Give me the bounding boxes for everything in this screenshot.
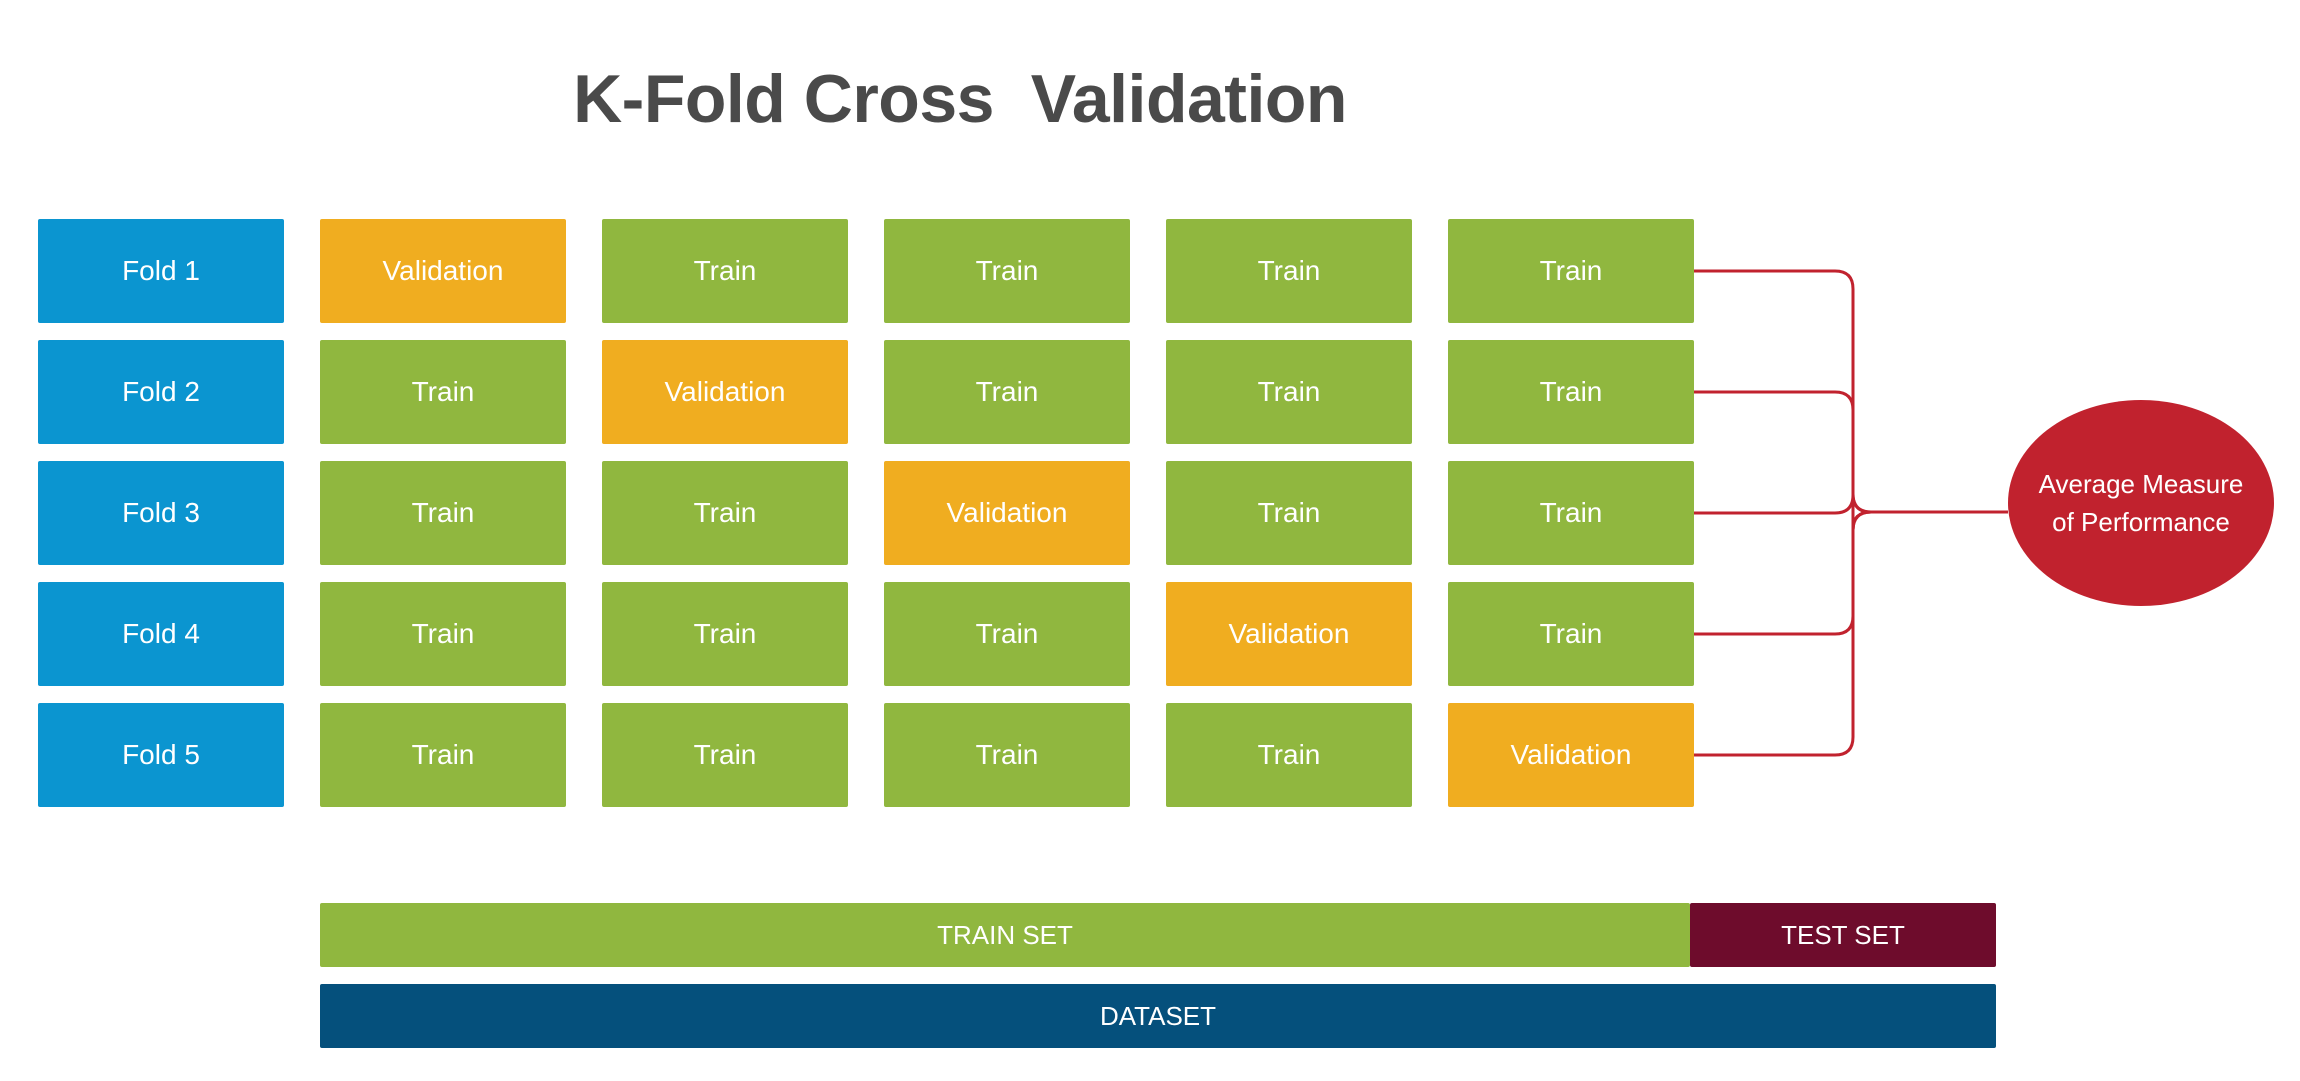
train-block-fold1-part3: Train	[884, 219, 1130, 323]
train-block-fold2-part4: Train	[1166, 340, 1412, 444]
connector-fold-5	[1694, 510, 1872, 757]
connector-fold-1	[1694, 269, 1872, 514]
connector-fold-2	[1694, 390, 1872, 514]
dataset-bar: DATASET	[320, 984, 1996, 1048]
train-block-fold2-part1: Train	[320, 340, 566, 444]
train-set-bar: TRAIN SET	[320, 903, 1690, 967]
average-performance-line-1: Average Measure	[2038, 469, 2244, 499]
connector-fold-3	[1694, 494, 1872, 531]
train-block-fold1-part5: Train	[1448, 219, 1694, 323]
train-block-fold5-part1: Train	[320, 703, 566, 807]
train-block-fold5-part3: Train	[884, 703, 1130, 807]
train-block-fold1-part4: Train	[1166, 219, 1412, 323]
validation-block-fold4-part4: Validation	[1166, 582, 1412, 686]
validation-block-fold1-part1: Validation	[320, 219, 566, 323]
connector-fold-4	[1694, 510, 1872, 636]
train-block-fold4-part2: Train	[602, 582, 848, 686]
fold-label-3: Fold 3	[38, 461, 284, 565]
train-block-fold3-part4: Train	[1166, 461, 1412, 565]
test-set-bar: TEST SET	[1690, 903, 1996, 967]
average-performance-node: Average Measure of Performance	[2008, 400, 2274, 606]
train-block-fold2-part5: Train	[1448, 340, 1694, 444]
train-block-fold3-part2: Train	[602, 461, 848, 565]
train-block-fold5-part4: Train	[1166, 703, 1412, 807]
train-block-fold2-part3: Train	[884, 340, 1130, 444]
fold-label-5: Fold 5	[38, 703, 284, 807]
validation-block-fold2-part2: Validation	[602, 340, 848, 444]
train-block-fold4-part1: Train	[320, 582, 566, 686]
train-block-fold5-part2: Train	[602, 703, 848, 807]
train-block-fold3-part5: Train	[1448, 461, 1694, 565]
fold-label-1: Fold 1	[38, 219, 284, 323]
train-block-fold1-part2: Train	[602, 219, 848, 323]
average-performance-line-2: of Performance	[2052, 507, 2230, 537]
page-title: K-Fold Cross Validation	[573, 61, 1347, 137]
train-block-fold3-part1: Train	[320, 461, 566, 565]
validation-block-fold5-part5: Validation	[1448, 703, 1694, 807]
train-block-fold4-part5: Train	[1448, 582, 1694, 686]
fold-label-2: Fold 2	[38, 340, 284, 444]
train-block-fold4-part3: Train	[884, 582, 1130, 686]
validation-block-fold3-part3: Validation	[884, 461, 1130, 565]
fold-label-4: Fold 4	[38, 582, 284, 686]
